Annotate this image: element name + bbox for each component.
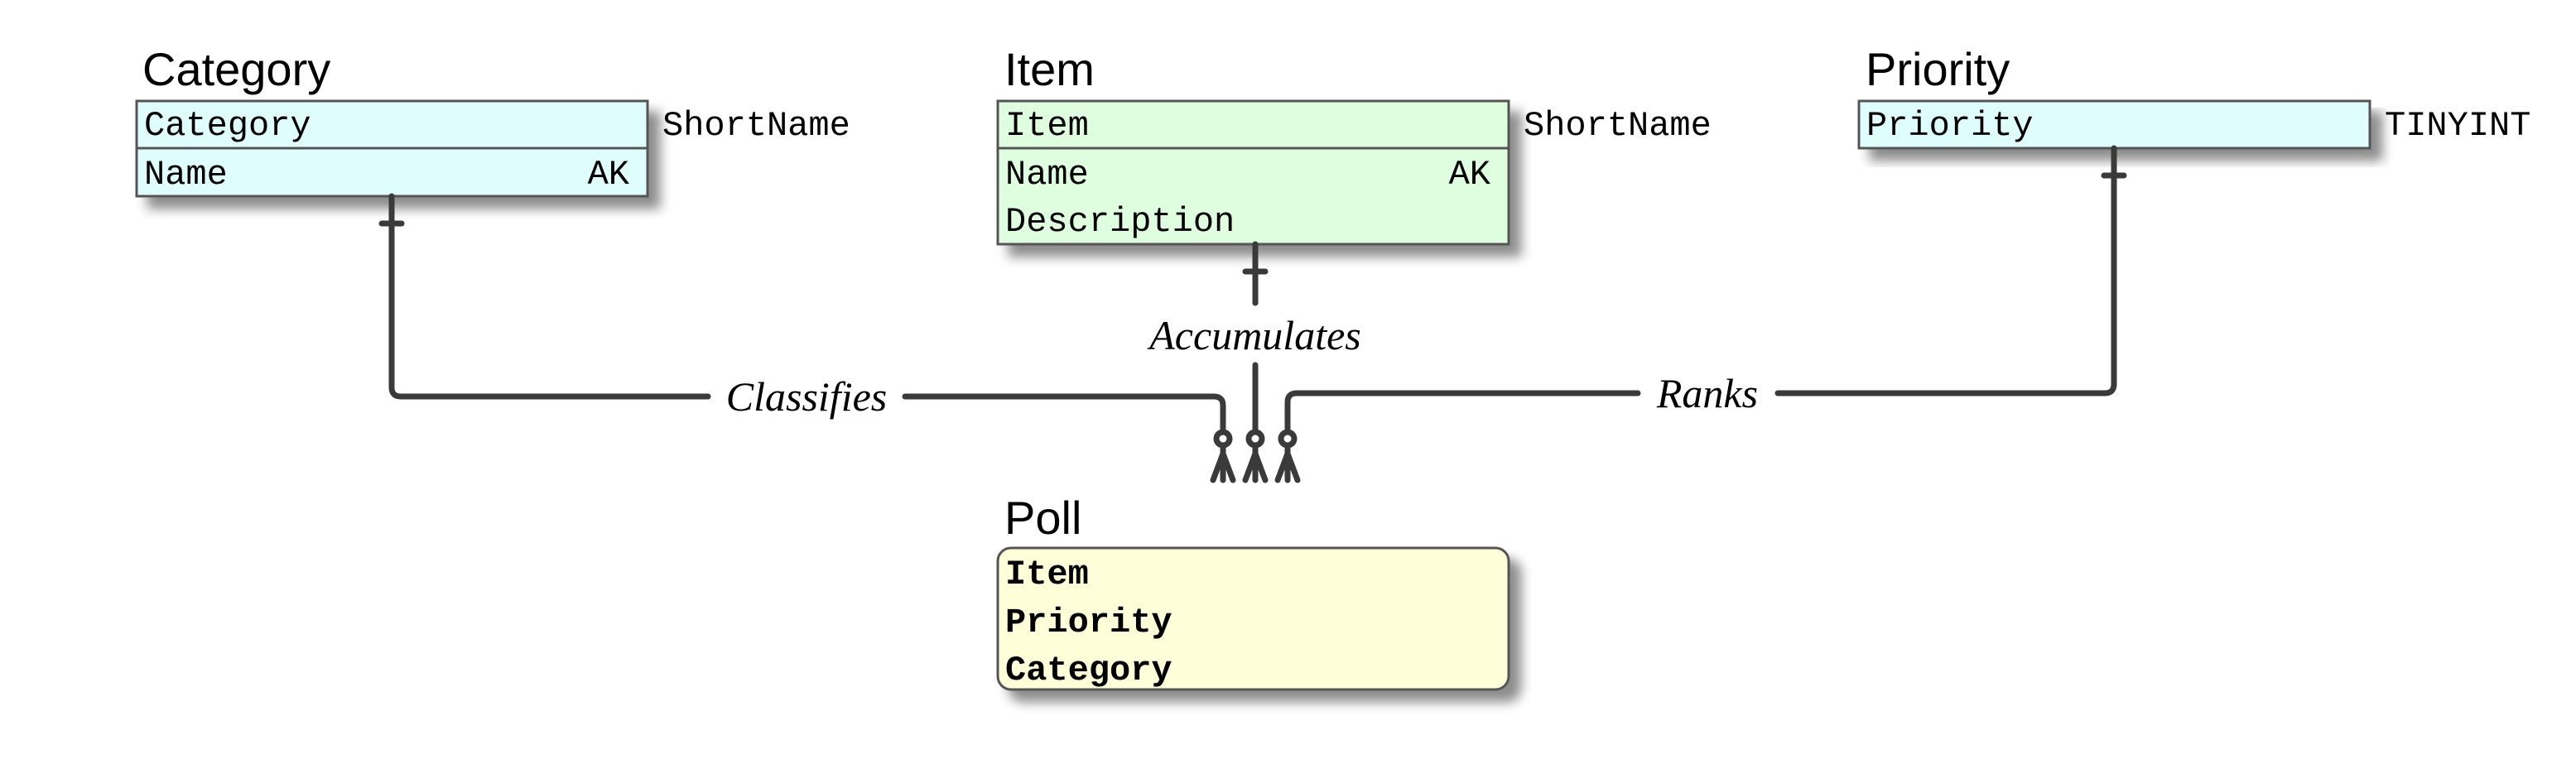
poll-attr-priority: Priority <box>1005 603 1172 642</box>
accumulates-label: Accumulates <box>1147 312 1360 358</box>
entity-category[interactable]: Category Category ShortName Name AK <box>135 43 850 198</box>
poll-box <box>996 546 1510 691</box>
classifies-line-right <box>902 393 1226 435</box>
item-attr-description: Description <box>1005 202 1235 242</box>
relationship-accumulates[interactable]: Accumulates <box>1147 241 1361 483</box>
entity-priority[interactable]: Priority Priority TINYINT <box>1857 43 2530 150</box>
item-key-type: ShortName <box>1524 106 1712 146</box>
poll-attr-item: Item <box>1005 555 1089 594</box>
category-attr-name: Name <box>144 155 228 195</box>
ranks-line-left <box>1284 390 1641 435</box>
category-key-type: ShortName <box>662 106 850 146</box>
poll-attr-category: Category <box>1005 651 1172 690</box>
accumulates-crowfoot <box>1242 442 1269 483</box>
priority-key: Priority <box>1866 106 2034 146</box>
category-title: Category <box>142 43 330 95</box>
item-title: Item <box>1004 43 1095 95</box>
entity-poll[interactable]: Poll Item Priority Category <box>996 492 1510 691</box>
relationship-classifies[interactable]: Classifies <box>378 193 1236 483</box>
item-attr-name-tag: AK <box>1449 155 1491 195</box>
classifies-crowfoot <box>1210 442 1236 483</box>
ranks-crowfoot <box>1274 442 1301 483</box>
priority-box <box>1857 99 2371 150</box>
classifies-line-left <box>388 193 711 400</box>
item-box <box>996 99 1510 246</box>
category-attr-name-tag: AK <box>588 155 630 195</box>
item-attr-name: Name <box>1005 155 1089 195</box>
priority-title: Priority <box>1866 43 2010 95</box>
item-key: Item <box>1005 106 1089 146</box>
ranks-line-right <box>1774 145 2117 396</box>
poll-title: Poll <box>1004 492 1081 544</box>
ranks-label: Ranks <box>1656 370 1758 416</box>
relationship-ranks[interactable]: Ranks <box>1274 145 2127 483</box>
entity-item[interactable]: Item Item ShortName Name AK Description <box>996 43 1712 246</box>
priority-key-type: TINYINT <box>2385 106 2530 146</box>
classifies-label: Classifies <box>726 373 887 420</box>
category-key: Category <box>144 106 311 146</box>
